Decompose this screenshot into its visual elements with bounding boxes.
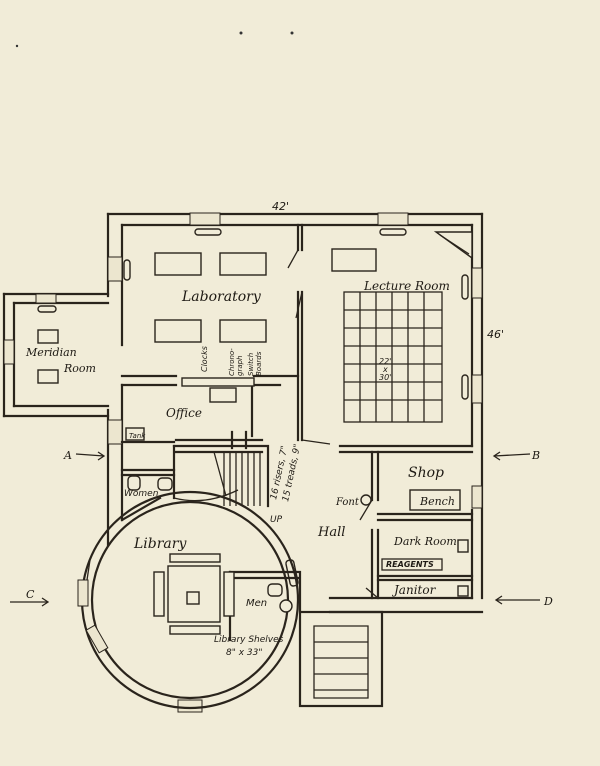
reagents-shelf — [381, 558, 443, 571]
window — [471, 267, 483, 299]
windows — [3, 212, 483, 713]
room-label-women: Women — [124, 489, 159, 499]
restroom-fixtures — [125, 427, 469, 613]
section-mark-c: C — [26, 588, 35, 601]
label-bench: Bench — [419, 495, 455, 508]
window — [471, 374, 483, 404]
depth-dimension: 46' — [487, 328, 504, 341]
office-fixtures — [181, 377, 255, 403]
paper-speck — [290, 31, 294, 35]
window — [189, 212, 221, 226]
label-switch-1: Switch — [247, 353, 255, 376]
window — [471, 485, 483, 509]
room-label-hall: Hall — [317, 525, 345, 540]
room-label-lecture: Lecture Room — [363, 279, 450, 293]
room-label-dark-room: Dark Room — [393, 535, 457, 548]
label-switch-2: Boards — [255, 351, 263, 376]
lab-tables — [154, 248, 377, 343]
room-label-janitor: Janitor — [391, 583, 437, 597]
paper-speck — [15, 44, 19, 48]
window — [177, 699, 203, 713]
room-label-laboratory: Laboratory — [181, 289, 262, 305]
window — [107, 256, 123, 282]
entrance-steps — [298, 610, 384, 708]
room-label-office: Office — [166, 406, 202, 420]
label-tank: Tank — [129, 432, 146, 440]
interior-walls — [120, 223, 474, 642]
room-label-meridian: Meridian — [25, 346, 77, 359]
room-label-men: Men — [246, 598, 267, 609]
label-shelf-dims: 8" x 33" — [226, 648, 263, 658]
meridian-piers — [37, 329, 59, 384]
room-label-shop: Shop — [408, 465, 444, 481]
label-screen-1: 22' — [379, 357, 391, 366]
lecture-seating-grid — [343, 291, 443, 423]
label-screen-2: x — [382, 365, 388, 374]
room-label-library: Library — [133, 536, 187, 552]
width-dimension: 42' — [272, 200, 289, 213]
window — [85, 624, 109, 654]
label-font: Font — [335, 497, 360, 508]
window — [35, 293, 57, 304]
section-mark-b: B — [531, 449, 540, 462]
label-chronograph-1: Chrono- — [228, 348, 236, 376]
lecture-desk — [433, 231, 473, 260]
stairs — [173, 451, 261, 506]
window — [3, 339, 15, 365]
paper-speck — [239, 31, 243, 35]
label-clocks: Clocks — [200, 346, 209, 372]
label-stairs-up: UP — [270, 515, 283, 525]
section-markers — [10, 451, 540, 607]
window — [77, 579, 89, 607]
label-library-shelves: Library Shelves — [214, 635, 284, 645]
label-reagents: REAGENTS — [386, 560, 434, 569]
window — [107, 419, 123, 445]
library-stacks — [153, 553, 235, 635]
room-label-meridian-2: Room — [63, 362, 96, 375]
section-mark-d: D — [543, 595, 553, 608]
label-screen-3: 30' — [379, 373, 391, 382]
window — [377, 212, 409, 226]
label-chronograph-2: graph — [236, 356, 244, 377]
section-mark-a: A — [63, 449, 72, 462]
